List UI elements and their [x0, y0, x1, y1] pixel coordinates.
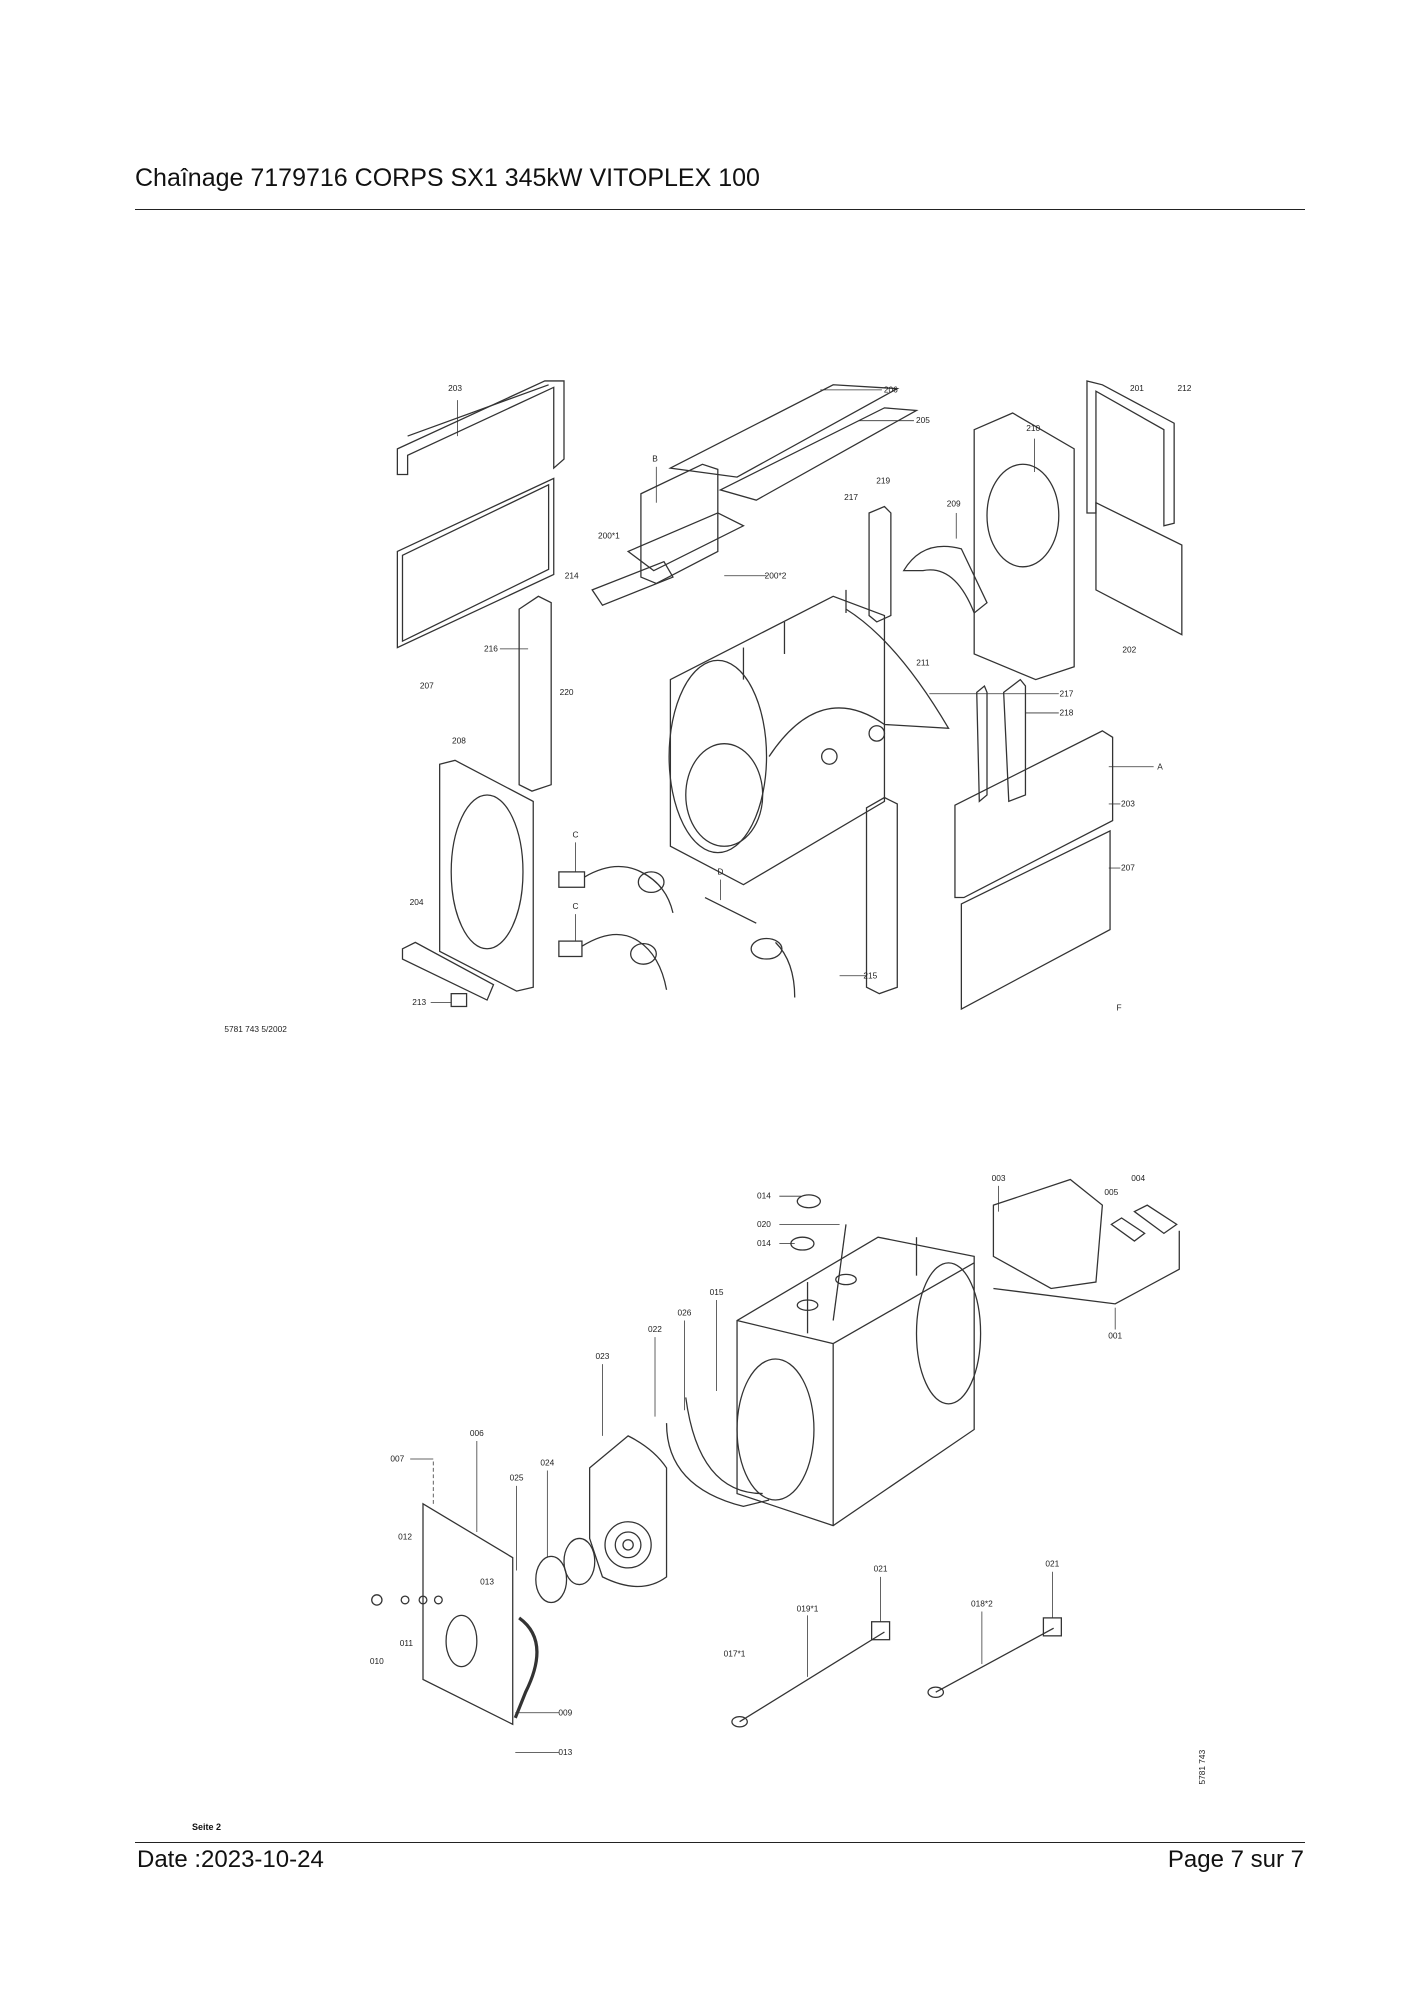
top-callout-label: 214 — [565, 570, 579, 580]
front-door-insulation — [401, 759, 534, 1008]
top-callout-label: 203 — [1121, 799, 1135, 809]
top-callout-label: 215 — [863, 970, 877, 980]
cleaning-brushes — [731, 1617, 1062, 1728]
page-title: Chaînage 7179716 CORPS SX1 345kW VITOPLE… — [135, 164, 760, 192]
rear-panels — [902, 380, 1183, 636]
bottom-callout-label: 004 — [1131, 1173, 1145, 1183]
bottom-callout-label: 001 — [1108, 1330, 1122, 1340]
side-panels-right — [954, 730, 1114, 1011]
bottom-callout-label: 005 — [1104, 1187, 1118, 1197]
top-callout-label: C — [573, 901, 579, 911]
bottom-callout-label: 018*2 — [971, 1598, 993, 1608]
top-callout-label: 219 — [876, 475, 890, 485]
top-callout-label: 200*2 — [765, 570, 787, 580]
bottom-callout-label: 022 — [648, 1324, 662, 1334]
burner-door — [535, 1435, 668, 1604]
bottom-callout-label: 009 — [558, 1707, 572, 1717]
bottom-exploded-diagram — [371, 1178, 1180, 1753]
bottom-callout-label: 024 — [540, 1457, 554, 1467]
top-callout-label: 201 — [1130, 383, 1144, 393]
top-drawing-ref: 5781 743 5/2002 — [224, 1024, 287, 1034]
bottom-callout-label: 003 — [992, 1173, 1006, 1183]
front-lower-panel — [396, 477, 555, 649]
top-callout-label: 203 — [448, 383, 462, 393]
top-callout-label: 217 — [1060, 688, 1074, 698]
cables — [558, 865, 796, 998]
top-callout-label: 218 — [1060, 708, 1074, 718]
top-callout-label: D — [717, 866, 723, 876]
seite-label: Seite 2 — [192, 1822, 222, 1832]
control-box — [591, 463, 745, 607]
top-callout-label: 217 — [844, 492, 858, 502]
bottom-drawing-ref: 5781 743 — [1197, 1749, 1207, 1784]
gaskets — [665, 1194, 847, 1508]
bottom-callout-label: 006 — [470, 1428, 484, 1438]
top-callout-label: 212 — [1177, 383, 1191, 393]
bottom-callout-label: 014 — [757, 1191, 771, 1201]
top-panels — [668, 384, 919, 501]
bottom-callout-label: 021 — [1045, 1559, 1059, 1569]
bottom-callout-label: 013 — [558, 1747, 572, 1757]
top-callout-label: 204 — [410, 897, 424, 907]
top-exploded-diagram — [396, 380, 1183, 1011]
burner-plate — [371, 1502, 539, 1726]
bottom-callout-label: 014 — [757, 1238, 771, 1248]
header-divider — [135, 209, 1305, 210]
bottom-callout-label: 011 — [400, 1638, 414, 1648]
top-callout-label: 202 — [1122, 645, 1136, 655]
bottom-callout-label: 017*1 — [724, 1648, 746, 1658]
top-callout-label: 207 — [420, 681, 434, 691]
bottom-callout-label: 007 — [390, 1454, 404, 1464]
top-callout-label: 210 — [1026, 423, 1040, 433]
top-callout-label: 220 — [560, 687, 574, 697]
top-callout-label: 205 — [916, 415, 930, 425]
top-callout-label: 213 — [412, 997, 426, 1007]
top-callout-label: 209 — [947, 499, 961, 509]
rear-insulation-panel — [973, 412, 1075, 681]
top-callout-label: 206 — [884, 384, 898, 394]
flue-outlet — [992, 1178, 1180, 1305]
bottom-callout-label: 012 — [398, 1532, 412, 1542]
bottom-callout-label: 019*1 — [797, 1603, 819, 1613]
side-posts — [518, 505, 1027, 995]
bottom-callout-label: 023 — [596, 1351, 610, 1361]
bottom-callout-label: 020 — [757, 1219, 771, 1229]
bottom-callout-label: 021 — [874, 1564, 888, 1574]
boiler-body-bottom — [736, 1236, 982, 1527]
top-callout-label: C — [573, 829, 579, 839]
leader-lines — [430, 389, 1154, 1004]
top-callout-label: B — [652, 454, 658, 464]
footer-date: Date :2023-10-24 — [137, 1846, 324, 1873]
leader-lines-bottom — [410, 1185, 1116, 1753]
bottom-callout-label: 010 — [370, 1656, 384, 1666]
top-callout-label: 208 — [452, 736, 466, 746]
top-callout-label: 200*1 — [598, 531, 620, 541]
top-callout-label: 211 — [916, 658, 930, 668]
top-callout-label: A — [1157, 761, 1163, 771]
front-upper-panel — [396, 380, 565, 476]
bottom-callout-label: 015 — [710, 1287, 724, 1297]
footer-page-number: Page 7 sur 7 — [1167, 1846, 1304, 1873]
boiler-body — [668, 589, 950, 886]
bottom-callout-label: 026 — [678, 1307, 692, 1317]
bottom-callout-label: 025 — [510, 1473, 524, 1483]
footer-divider — [135, 1842, 1305, 1843]
top-callout-label: 207 — [1121, 863, 1135, 873]
top-callout-label: 216 — [484, 643, 498, 653]
bottom-callout-label: 013 — [480, 1577, 494, 1587]
top-callout-label: F — [1116, 1002, 1121, 1012]
